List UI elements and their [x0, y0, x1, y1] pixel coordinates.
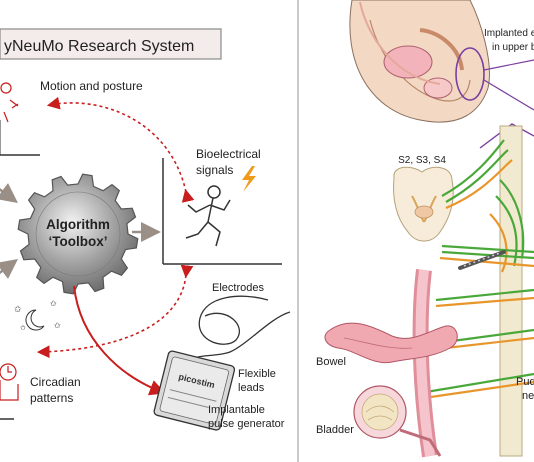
- moon-stars-icon: ✩ ✩ ✩ ✩: [14, 299, 61, 332]
- bladder-label: Bladder: [316, 424, 354, 436]
- purple-bracket: [479, 123, 534, 149]
- implanted-label-1: Implanted e: [484, 28, 534, 39]
- svg-text:✩: ✩: [54, 321, 61, 330]
- title-box: [0, 28, 222, 60]
- bioelectrical-label-1: Bioelectrical: [196, 147, 261, 161]
- lightning-icon: [242, 166, 256, 192]
- algorithm-label-1: Algorithm: [46, 217, 110, 232]
- spinal-cord-section: [393, 166, 454, 242]
- electrodes-label: Electrodes: [212, 282, 264, 294]
- implanted-label-2: in upper b: [492, 42, 534, 53]
- pudendal-label-2: ne: [522, 390, 534, 402]
- bioelectrical-label-2: signals: [196, 163, 233, 177]
- clock-icon: [0, 363, 19, 401]
- system-title: yNeuMo Research System: [4, 38, 194, 55]
- motion-label: Motion and posture: [40, 79, 143, 93]
- running-person-icon: [185, 185, 231, 247]
- circadian-signal-arc: [36, 264, 194, 359]
- flexible-label-1: Flexible: [238, 368, 276, 380]
- implantable-label-1: Implantable: [208, 404, 265, 416]
- algorithm-label-2: ‘Toolbox’: [49, 234, 108, 249]
- circadian-label-1: Circadian: [30, 375, 81, 389]
- pudendal-label-1: Pud: [516, 376, 534, 388]
- svg-text:✩: ✩: [20, 324, 26, 332]
- implant-device-icon: picostim: [153, 350, 236, 431]
- bladder-illustration: [353, 385, 442, 457]
- implantable-label-2: pulse generator: [208, 418, 285, 430]
- implant-highlight-circle: [455, 47, 485, 101]
- electrode-probe-icon: [458, 250, 506, 270]
- right-panel: Implanted e in upper b S2, S3, S4: [316, 0, 534, 458]
- motion-icon: [0, 82, 40, 156]
- pelvis-illustration: [349, 0, 534, 123]
- circadian-label-2: patterns: [30, 391, 73, 405]
- motion-signal-arc: [46, 96, 195, 203]
- left-panel: yNeuMo Research System Motion and postur…: [0, 28, 291, 431]
- spine-levels-label: S2, S3, S4: [398, 155, 446, 166]
- stimulation-arrow: [73, 285, 166, 396]
- electrode-leads: [185, 295, 291, 365]
- grey-arrows: [0, 183, 161, 279]
- svg-text:✩: ✩: [50, 299, 57, 308]
- flexible-label-2: leads: [238, 382, 265, 394]
- bowel-illustration: [324, 322, 458, 364]
- sacral-nerves: [423, 139, 534, 400]
- svg-text:✩: ✩: [14, 304, 22, 314]
- bowel-label: Bowel: [316, 356, 346, 368]
